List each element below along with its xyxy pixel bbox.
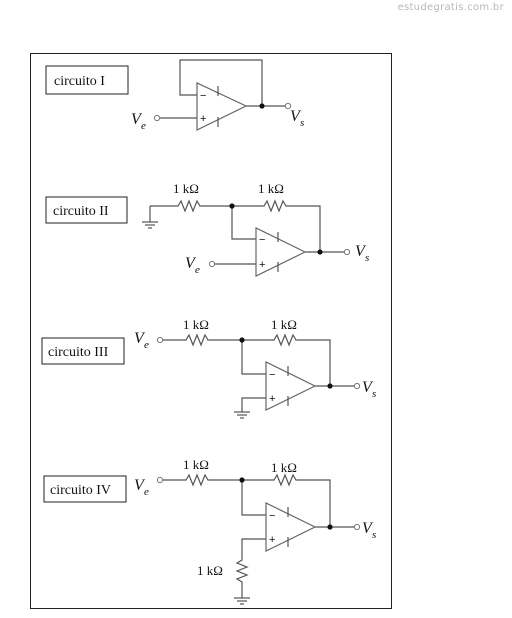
circuit-2-node-2 — [317, 249, 323, 255]
circuit-1-opamp — [196, 82, 248, 131]
circuit-4-ve-sub: e — [144, 486, 149, 498]
circuit-2-title: circuito II — [53, 204, 109, 219]
circuit-3-inverting-wire — [241, 340, 266, 375]
circuit-4-minus: − — [269, 510, 275, 522]
circuit-4-resistor-3-label: 1 kΩ — [197, 563, 223, 578]
circuit-2-plus: + — [259, 259, 265, 271]
circuit-4-title: circuito IV — [50, 483, 111, 498]
circuit-4-ve-terminal — [156, 476, 164, 484]
circuit-3-resistor-2 — [242, 333, 331, 386]
circuit-1-plus: + — [200, 113, 206, 125]
circuit-3-vs-terminal — [353, 382, 361, 390]
circuit-3-resistor-1-label: 1 kΩ — [183, 317, 209, 332]
circuit-1: circuito I − + V e V s — [45, 59, 304, 132]
circuit-1-vs-sub: s — [300, 117, 304, 129]
circuit-3-node-1 — [239, 337, 245, 343]
circuit-4-inverting-wire — [241, 480, 266, 516]
circuit-2-node-1 — [229, 203, 235, 209]
circuit-2-ve-sub: e — [195, 264, 200, 276]
circuit-1-vs-label: V — [290, 108, 302, 125]
circuit-1-label-box — [45, 65, 129, 95]
watermark: estudegratis.com.br — [397, 2, 504, 13]
circuit-2-resistor-2 — [232, 199, 321, 252]
circuit-4-resistor-3 — [235, 538, 266, 598]
circuit-1-ve-terminal — [153, 114, 161, 122]
circuit-4: circuito IV 1 kΩ 1 kΩ 1 kΩ − + V e V s — [43, 457, 376, 605]
circuit-3-vs-sub: s — [372, 388, 376, 400]
circuit-3: circuito III 1 kΩ 1 kΩ − + V e V s — [41, 317, 376, 419]
circuit-4-opamp — [265, 502, 317, 552]
circuit-2-vs-terminal — [343, 248, 351, 256]
circuit-1-vs-terminal — [284, 102, 292, 110]
circuit-3-label-box — [41, 337, 125, 365]
circuit-3-opamp — [265, 361, 317, 411]
circuit-2-minus: − — [259, 234, 265, 246]
circuit-3-node-2 — [327, 383, 333, 389]
circuit-1-node — [259, 103, 265, 109]
circuit-3-title: circuito III — [48, 345, 109, 360]
circuit-4-ve-label: V — [134, 477, 146, 494]
circuit-2-opamp — [255, 227, 307, 277]
circuit-2-resistor-1-label: 1 kΩ — [173, 181, 199, 196]
circuit-3-vs-label: V — [362, 379, 374, 396]
circuit-2-ve-label: V — [185, 255, 197, 272]
circuit-2-label-box — [45, 196, 128, 224]
circuit-4-vs-terminal — [353, 523, 361, 531]
circuit-1-minus: − — [200, 90, 206, 102]
circuit-2: circuito II 1 kΩ 1 kΩ − + V e V s — [45, 181, 369, 277]
circuit-3-minus: − — [269, 369, 275, 381]
figure-frame — [30, 53, 392, 609]
circuit-4-vs-sub: s — [372, 529, 376, 541]
circuit-3-ve-sub: e — [144, 339, 149, 351]
circuit-4-plus: + — [269, 534, 275, 546]
circuit-4-resistor-1 — [160, 473, 242, 487]
circuit-3-ground-wire — [241, 397, 266, 412]
circuit-2-resistor-1 — [150, 199, 232, 213]
circuit-4-node-2 — [327, 524, 333, 530]
circuit-4-label-box — [43, 475, 127, 503]
circuit-2-vs-label: V — [355, 243, 367, 260]
circuit-3-ve-label: V — [134, 330, 146, 347]
circuit-4-resistor-2 — [242, 473, 331, 527]
circuit-1-ve-sub: e — [141, 120, 146, 132]
circuit-1-title: circuito I — [54, 74, 105, 89]
circuit-4-resistor-2-label: 1 kΩ — [271, 460, 297, 475]
circuit-2-resistor-2-label: 1 kΩ — [258, 181, 284, 196]
circuit-2-inverting-wire — [231, 206, 256, 240]
circuit-2-ve-terminal — [208, 260, 216, 268]
circuit-2-vs-sub: s — [365, 252, 369, 264]
circuit-3-resistor-2-label: 1 kΩ — [271, 317, 297, 332]
circuit-1-feedback-wire — [179, 59, 263, 106]
circuit-3-plus: + — [269, 393, 275, 405]
circuit-4-vs-label: V — [362, 520, 374, 537]
circuit-3-ve-terminal — [156, 336, 164, 344]
circuit-3-resistor-1 — [160, 333, 242, 347]
circuit-4-resistor-1-label: 1 kΩ — [183, 457, 209, 472]
circuit-1-ve-label: V — [131, 111, 143, 128]
circuit-4-node-1 — [239, 477, 245, 483]
